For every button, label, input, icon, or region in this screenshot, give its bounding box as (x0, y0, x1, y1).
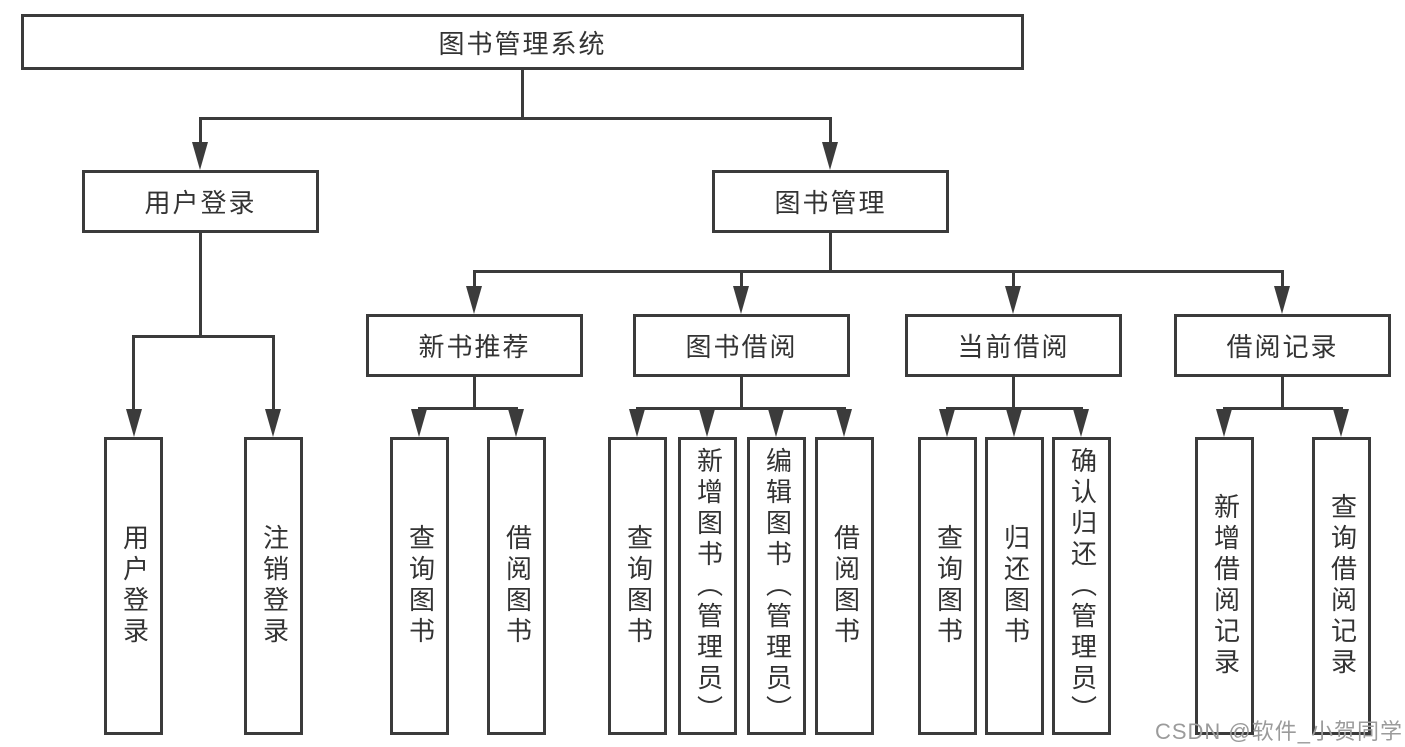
connector-line (132, 335, 135, 411)
leaf-label: 注销登录 (259, 524, 290, 648)
leaf-logout: 注销登录 (244, 437, 303, 735)
leaf-query-books-borrow: 查询图书 (608, 437, 667, 735)
node-library-system: 图书管理系统 (21, 14, 1024, 70)
leaf-borrow-books: 借阅图书 (815, 437, 874, 735)
node-book-borrowing: 图书借阅 (633, 314, 850, 377)
node-current-borrowing: 当前借阅 (905, 314, 1122, 377)
connector-line (1281, 270, 1284, 288)
arrowhead-icon (1006, 409, 1022, 437)
node-borrowing-records: 借阅记录 (1174, 314, 1391, 377)
connector-rail (418, 407, 518, 410)
connector-line (829, 117, 832, 144)
leaf-add-book-admin: 新增图书（管理员） (678, 437, 737, 735)
arrowhead-icon (192, 142, 208, 170)
leaf-label: 新增图书（管理员） (693, 446, 724, 726)
leaf-add-borrow-record: 新增借阅记录 (1195, 437, 1254, 735)
connector-rail (946, 407, 1083, 410)
connector-stem (740, 377, 743, 408)
leaf-user-login: 用户登录 (104, 437, 163, 735)
leaf-label: 确认归还（管理员） (1067, 446, 1098, 726)
arrowhead-icon (768, 409, 784, 437)
connector-user-login-stem (199, 233, 202, 336)
connector-rail (636, 407, 846, 410)
connector-line (199, 117, 202, 144)
connector-user-login-rail (132, 335, 275, 338)
node-book-management: 图书管理 (712, 170, 949, 233)
leaf-label: 借阅图书 (502, 524, 533, 648)
arrowhead-icon (508, 409, 524, 437)
connector-line (473, 270, 476, 288)
leaf-confirm-return-admin: 确认归还（管理员） (1052, 437, 1111, 735)
connector-level2-rail (199, 117, 832, 120)
watermark: CSDN @软件_小贺同学 (1154, 719, 1403, 744)
leaf-label: 新增借阅记录 (1210, 493, 1241, 679)
arrowhead-icon (1333, 409, 1349, 437)
connector-root-stem (521, 70, 524, 118)
leaf-label: 查询图书 (405, 524, 436, 648)
leaf-label: 借阅图书 (830, 524, 861, 648)
connector-book-mgmt-stem (829, 233, 832, 273)
arrowhead-icon (126, 409, 142, 437)
leaf-query-borrow-record: 查询借阅记录 (1312, 437, 1371, 735)
leaf-label: 归还图书 (1000, 524, 1031, 648)
arrowhead-icon (939, 409, 955, 437)
arrowhead-icon (1216, 409, 1232, 437)
leaf-return-book: 归还图书 (985, 437, 1044, 735)
leaf-query-books-recommend: 查询图书 (390, 437, 449, 735)
leaf-label: 查询图书 (623, 524, 654, 648)
leaf-label: 用户登录 (119, 524, 150, 648)
arrowhead-icon (822, 142, 838, 170)
connector-stem (473, 377, 476, 408)
leaf-edit-book-admin: 编辑图书（管理员） (747, 437, 806, 735)
arrowhead-icon (1274, 286, 1290, 314)
connector-line (740, 270, 743, 288)
connector-line (272, 335, 275, 411)
connector-stem (1281, 377, 1284, 408)
arrowhead-icon (411, 409, 427, 437)
connector-level3-rail (473, 270, 1284, 273)
node-user-login: 用户登录 (82, 170, 319, 233)
arrowhead-icon (265, 409, 281, 437)
node-new-book-recommend: 新书推荐 (366, 314, 583, 377)
leaf-label: 查询借阅记录 (1327, 493, 1358, 679)
connector-stem (1012, 377, 1015, 408)
arrowhead-icon (733, 286, 749, 314)
leaf-label: 编辑图书（管理员） (762, 446, 793, 726)
arrowhead-icon (699, 409, 715, 437)
arrowhead-icon (1073, 409, 1089, 437)
leaf-label: 查询图书 (933, 524, 964, 648)
connector-line (1012, 270, 1015, 288)
arrowhead-icon (629, 409, 645, 437)
connector-rail (1223, 407, 1343, 410)
arrowhead-icon (1005, 286, 1021, 314)
leaf-query-books-current: 查询图书 (918, 437, 977, 735)
leaf-borrow-books-recommend: 借阅图书 (487, 437, 546, 735)
arrowhead-icon (466, 286, 482, 314)
arrowhead-icon (836, 409, 852, 437)
